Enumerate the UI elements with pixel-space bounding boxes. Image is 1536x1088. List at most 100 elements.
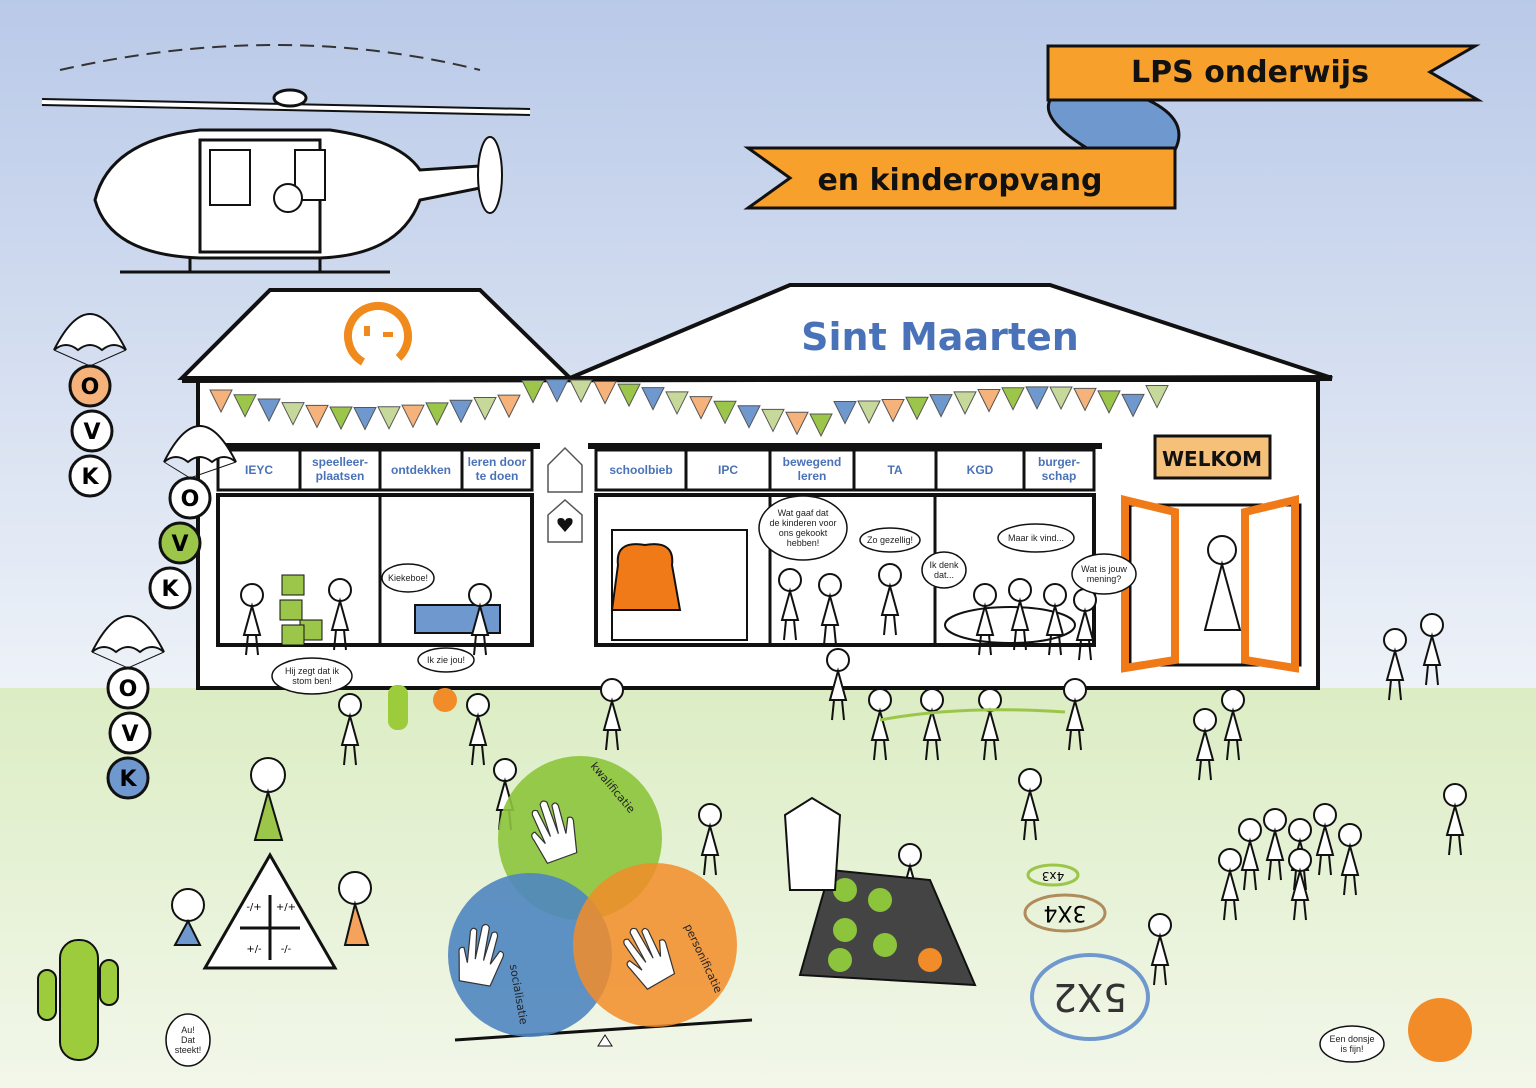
bunting-flag	[665, 391, 689, 416]
helicopter	[41, 44, 531, 274]
speech-bubble	[1071, 553, 1137, 595]
bunting-flag	[569, 379, 593, 404]
speech-bubble-text: Maar ik vind...	[1008, 533, 1064, 543]
letter-ball	[68, 364, 112, 408]
people	[240, 563, 1467, 986]
bunting-flag	[521, 379, 545, 404]
speech-bubble-text: Ik zie jou!	[427, 655, 465, 665]
bunting-flag	[737, 405, 761, 429]
bunting-flag	[761, 408, 785, 433]
letter-ball	[70, 409, 114, 453]
bunting-flag	[689, 396, 713, 420]
entrance-doors[interactable]	[1121, 494, 1302, 673]
cactus	[37, 685, 408, 1061]
speech-bubble	[859, 527, 921, 553]
building-name: Sint Maarten	[801, 315, 1079, 359]
bunting-flag	[617, 383, 641, 408]
bunting-flag	[377, 406, 401, 430]
bunting-flag	[929, 394, 953, 418]
speech-bubble	[758, 495, 848, 561]
letter-ball-text: V	[121, 722, 138, 747]
parachute-icon	[91, 615, 165, 654]
room-label: IEYC	[245, 463, 273, 477]
room-label-box	[378, 448, 464, 492]
bunting-flag	[977, 388, 1001, 413]
room-label-box	[684, 448, 772, 492]
triangle-cell: +/+	[276, 902, 296, 913]
fluffball	[433, 688, 457, 712]
bunting-flag	[905, 396, 929, 421]
banner-line-2: en kinderopvang	[817, 163, 1102, 198]
bunting-flag	[1049, 386, 1073, 411]
room-label-box	[460, 448, 534, 492]
bunting-flag	[497, 394, 521, 419]
speech-bubble	[1319, 1025, 1385, 1063]
bunting-flag	[1145, 385, 1169, 409]
letter-ball-text: K	[161, 577, 179, 602]
letter-ball-text: V	[83, 420, 100, 445]
fluffball	[1408, 998, 1472, 1062]
speech-bubble	[165, 1013, 211, 1067]
bunting-flag	[281, 402, 305, 426]
letter-ball-text: K	[81, 465, 99, 490]
speech-bubble-text: Zo gezellig!	[867, 535, 913, 545]
venn-diagram: kwalificatie socialisatie personificatie	[448, 756, 753, 1047]
bunting-flag	[209, 389, 233, 414]
speech-bubble	[381, 563, 435, 593]
building: Sint Maarten IEYC speelleer-plaatsen ontde…	[177, 283, 1333, 690]
room-label: burger-schap	[1038, 455, 1080, 483]
bunting-flag	[785, 411, 809, 436]
room-label: speelleer-plaatsen	[312, 455, 368, 483]
triangle-diagram: -/+ +/+ +/- -/-	[171, 757, 372, 970]
letter-ball	[106, 756, 150, 800]
birdhouse-icon	[547, 446, 583, 543]
room-label-box	[934, 448, 1026, 492]
room-label-box	[1022, 448, 1096, 492]
room-label: KGD	[967, 463, 994, 477]
math-text: 3X4	[1043, 900, 1086, 925]
smiley-logo-icon	[344, 302, 412, 370]
bunting	[209, 379, 1169, 438]
bunting-flag	[233, 394, 257, 418]
triangle-cell: -/-	[281, 944, 292, 955]
room-label: ontdekken	[391, 463, 451, 477]
bunting-flag	[449, 399, 473, 424]
speech-bubble	[271, 657, 353, 695]
letter-ball	[106, 666, 150, 710]
room-label: IPC	[718, 463, 738, 477]
bunting-flag	[1121, 393, 1145, 418]
letter-ball-text: O	[119, 677, 138, 702]
speech-bubble	[997, 523, 1075, 553]
letter-ball	[148, 566, 192, 610]
bunting-flag	[1073, 387, 1097, 412]
room-label-box	[852, 448, 938, 492]
bunting-flag	[305, 404, 329, 429]
bunting-flag	[473, 397, 497, 421]
bunting-flag	[953, 391, 977, 416]
letter-ball	[68, 454, 112, 498]
bunting-flag	[1025, 386, 1049, 410]
triangle-cell: -/+	[246, 902, 261, 913]
bunting-flag	[425, 402, 449, 426]
letter-ball	[108, 711, 152, 755]
welcome-sign: WELKOM	[1153, 434, 1272, 480]
vegetable-garden	[783, 796, 977, 987]
bunting-flag	[881, 398, 905, 423]
bunting-flag	[593, 380, 617, 405]
room-label: schoolbieb	[609, 463, 672, 477]
math-circles: 4x3 3X4 5X2	[1023, 863, 1150, 1041]
insect-hotel	[783, 796, 842, 891]
heart-icon	[557, 518, 573, 532]
armchair	[610, 543, 682, 611]
math-text: 4x3	[1042, 869, 1064, 883]
parachute-icon	[53, 313, 127, 352]
welcome-text: WELKOM	[1162, 447, 1262, 471]
title-banner: LPS onderwijs en kinderopvang	[743, 44, 1484, 210]
